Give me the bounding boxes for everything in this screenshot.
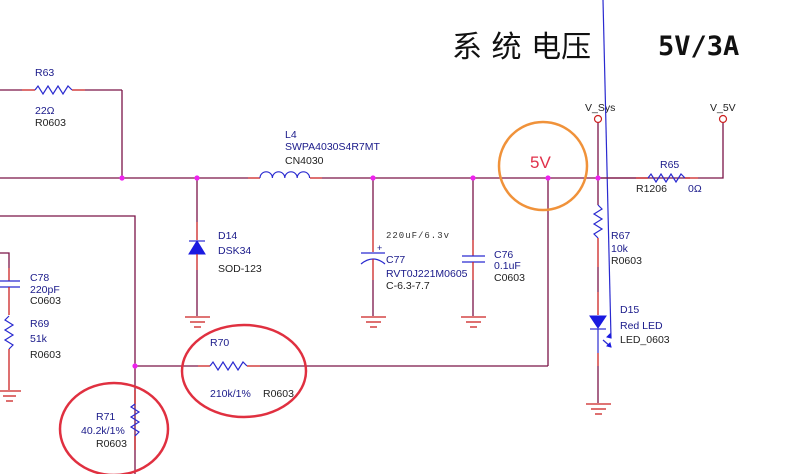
junction-dot	[470, 175, 476, 181]
junction-dot	[370, 175, 376, 181]
r65-footprint: R1206	[636, 183, 667, 195]
junction-dot	[194, 175, 200, 181]
d15-ref: D15	[620, 304, 639, 316]
c77-value: RVT0J221M0605	[386, 268, 468, 280]
c76-value: 0.1uF	[494, 260, 521, 272]
diode-d14: D14 DSK34 SOD-123	[188, 178, 262, 316]
resistor-r65: R65 R1206 0Ω	[598, 123, 724, 195]
r65-ref: R65	[660, 159, 679, 171]
r71-value: 40.2k/1%	[81, 425, 125, 437]
resistor-r71: R71 40.2k/1% R0603	[81, 390, 141, 450]
capacitor-c78: C78 220pF C0603	[0, 252, 61, 315]
title-chinese: 系 统 电压	[452, 30, 591, 65]
annotation-circle-5v	[497, 120, 589, 212]
junction-dot	[132, 363, 138, 369]
r71-footprint: R0603	[96, 438, 127, 450]
d14-footprint: SOD-123	[218, 263, 262, 275]
r70-value: 210k/1%	[210, 388, 251, 400]
resistor-r63: R63 22Ω R0603	[0, 67, 123, 178]
r65-value: 0Ω	[688, 183, 702, 195]
d14-value: DSK34	[218, 245, 251, 257]
v-5v-label: V_5V	[710, 102, 736, 114]
d14-ref: D14	[218, 230, 237, 242]
c76-ref: C76	[494, 249, 513, 261]
annotation-ellipse-r70	[180, 323, 308, 419]
r70-ref: R70	[210, 337, 229, 349]
c78-value: 220pF	[30, 284, 60, 296]
annotation-5v-label: 5V	[530, 153, 551, 172]
junction-dots	[119, 175, 601, 369]
r70-footprint: R0603	[263, 388, 294, 400]
r67-ref: R67	[611, 230, 630, 242]
l4-ref: L4	[285, 129, 297, 141]
c78-footprint: C0603	[30, 295, 61, 307]
d15-value: Red LED	[620, 320, 663, 332]
ground-symbol	[461, 316, 486, 328]
c77-polarity: +	[377, 243, 382, 253]
c76-footprint: C0603	[494, 272, 525, 284]
ground-symbol	[361, 316, 386, 328]
r63-value: 22Ω	[35, 105, 55, 117]
r69-value: 51k	[30, 333, 48, 345]
net-port-v-sys: V_Sys	[585, 102, 615, 205]
net-port-v-5v: V_5V	[710, 102, 736, 124]
r63-ref: R63	[35, 67, 54, 79]
title-rating: 5V/3A	[658, 31, 739, 62]
c77-ref: C77	[386, 254, 405, 266]
junction-dot	[595, 175, 601, 181]
junction-dot	[545, 175, 551, 181]
resistor-r67: R67 10k R0603	[592, 204, 642, 292]
capacitor-c77: + 220uF/6.3v C77 RVT0J221M0605 C-6.3-7.7	[360, 178, 468, 316]
v-sys-label: V_Sys	[585, 102, 615, 114]
resistor-r70: R70 210k/1% R0603	[135, 337, 294, 400]
annotation-ellipse-r71	[58, 381, 170, 474]
junction-dot	[119, 175, 125, 181]
c77-note: 220uF/6.3v	[386, 231, 450, 241]
r69-ref: R69	[30, 318, 49, 330]
ground-symbol	[185, 316, 210, 328]
l4-footprint: CN4030	[285, 155, 324, 167]
ground-symbol	[0, 390, 21, 402]
fb-node-wire	[0, 215, 136, 474]
r69-footprint: R0603	[30, 349, 61, 361]
r63-footprint: R0603	[35, 117, 66, 129]
r67-value: 10k	[611, 243, 629, 255]
led-d15: D15 Red LED LED_0603	[589, 0, 670, 403]
r71-ref: R71	[96, 411, 115, 423]
resistor-r69: R69 51k R0603	[3, 315, 61, 390]
l4-value: SWPA4030S4R7MT	[285, 141, 381, 153]
ground-symbol	[586, 403, 611, 415]
capacitor-c76: C76 0.1uF C0603	[462, 178, 525, 316]
c77-footprint: C-6.3-7.7	[386, 280, 430, 292]
r67-footprint: R0603	[611, 255, 642, 267]
c78-ref: C78	[30, 272, 49, 284]
inductor-l4: L4 SWPA4030S4R7MT CN4030	[248, 129, 381, 179]
d15-footprint: LED_0603	[620, 334, 670, 346]
